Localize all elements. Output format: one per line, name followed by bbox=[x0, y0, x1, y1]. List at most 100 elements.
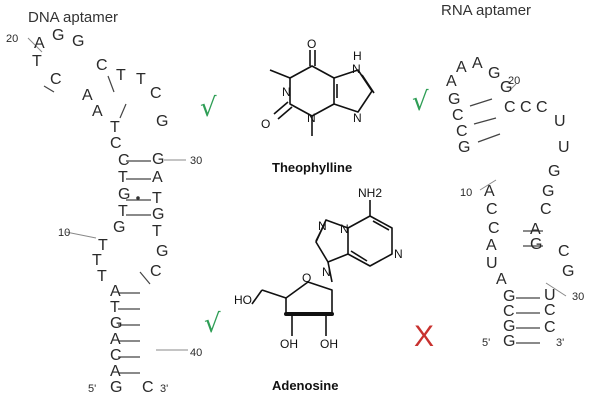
rna-base: C bbox=[452, 107, 464, 124]
rna-base-pair-lines bbox=[469, 98, 543, 344]
dna-base: G bbox=[156, 113, 168, 130]
dna-position-label: 5' bbox=[88, 383, 96, 395]
rna-tick-20 bbox=[507, 83, 517, 93]
adenosine-atom-oh-right: OH bbox=[320, 337, 338, 351]
rna-base: A bbox=[486, 237, 497, 254]
rna-theophylline-check-icon: √ bbox=[412, 87, 429, 117]
dna-base: G bbox=[110, 315, 122, 332]
dna-aptamer-title: DNA aptamer bbox=[28, 9, 118, 26]
dna-adenosine-check-icon: √ bbox=[204, 309, 221, 339]
theophylline-atom-o1: O bbox=[307, 37, 316, 51]
rna-base-pair bbox=[477, 133, 501, 143]
dna-base: C bbox=[142, 379, 154, 396]
dna-base: T bbox=[116, 67, 126, 84]
rna-base: C bbox=[504, 99, 516, 116]
rna-position-label: 20 bbox=[508, 75, 520, 87]
adenosine-six-ring bbox=[347, 215, 393, 267]
rna-base: U bbox=[544, 287, 556, 304]
dna-base: A bbox=[34, 35, 45, 52]
rna-base: G bbox=[548, 163, 560, 180]
dna-base: G bbox=[152, 206, 164, 223]
adenosine-atom-ho: HO bbox=[234, 293, 252, 307]
rna-base: A bbox=[446, 73, 457, 90]
rna-base: C bbox=[536, 99, 548, 116]
rna-base: C bbox=[503, 303, 515, 320]
rna-base: C bbox=[456, 123, 468, 140]
rna-position-label: 3' bbox=[556, 337, 564, 349]
rna-adenosine-cross-icon: X bbox=[414, 320, 434, 353]
rna-base: G bbox=[503, 318, 515, 335]
theophylline-five-ring bbox=[333, 69, 373, 113]
dna-tick-10 bbox=[65, 231, 97, 239]
theophylline-name: Theophylline bbox=[272, 160, 352, 175]
dna-base: T bbox=[97, 268, 107, 285]
adenosine-name: Adenosine bbox=[272, 378, 338, 393]
dna-position-label: 10 bbox=[58, 227, 70, 239]
theophylline-carbonyl bbox=[273, 101, 289, 115]
dna-tick-20 bbox=[27, 37, 43, 53]
adenosine-ch2oh-bond bbox=[251, 289, 263, 305]
rna-base: C bbox=[544, 319, 556, 336]
dna-theophylline-check-icon: √ bbox=[200, 93, 217, 123]
dna-base: T bbox=[152, 190, 162, 207]
rna-base: G bbox=[530, 236, 542, 253]
theophylline-atom-n7: N bbox=[352, 62, 361, 76]
rna-aptamer-title: RNA aptamer bbox=[441, 2, 531, 19]
dna-base: C bbox=[96, 57, 108, 74]
rna-position-label: 10 bbox=[460, 187, 472, 199]
rna-base: A bbox=[484, 183, 495, 200]
rna-base: G bbox=[448, 91, 460, 108]
adenosine-five-ring bbox=[315, 219, 349, 263]
rna-position-label: 5' bbox=[482, 337, 490, 349]
rna-base: C bbox=[488, 220, 500, 237]
theophylline-atom-n9: N bbox=[353, 111, 362, 125]
dna-base: G bbox=[118, 186, 130, 203]
theophylline-atom-h: H bbox=[353, 49, 362, 63]
adenosine-atom-n9: N bbox=[322, 265, 331, 279]
rna-base: G bbox=[503, 288, 515, 305]
adenosine-double-bond bbox=[372, 220, 390, 231]
dna-connector bbox=[107, 75, 115, 93]
adenosine-atom-n7: N bbox=[318, 219, 327, 233]
adenosine-glycosidic-bond bbox=[327, 261, 333, 283]
rna-tick-10 bbox=[479, 179, 497, 191]
dna-base: G bbox=[52, 27, 64, 44]
rna-base: A bbox=[456, 59, 467, 76]
theophylline-double-bond bbox=[361, 74, 375, 94]
dna-position-label: 30 bbox=[190, 155, 202, 167]
rna-base: C bbox=[544, 302, 556, 319]
dna-base: A bbox=[152, 169, 163, 186]
theophylline-atom-o2: O bbox=[261, 117, 270, 131]
dna-base: A bbox=[110, 331, 121, 348]
rna-base-pair bbox=[469, 98, 493, 107]
dna-backbone-lines bbox=[43, 75, 151, 285]
rna-base: G bbox=[488, 65, 500, 82]
dna-position-label: 20 bbox=[6, 33, 18, 45]
rna-base: U bbox=[554, 113, 566, 130]
dna-connector bbox=[139, 271, 151, 285]
adenosine-structure: NH2 N N N N O HO OH OH Adenosine bbox=[234, 186, 403, 393]
dna-position-label: 3' bbox=[160, 383, 168, 395]
rna-base: U bbox=[486, 255, 498, 272]
rna-tick-30 bbox=[545, 282, 567, 297]
dna-base: G bbox=[152, 151, 164, 168]
adenosine-atom-oh-left: OH bbox=[280, 337, 298, 351]
dna-base: A bbox=[110, 363, 121, 380]
dna-base: C bbox=[118, 152, 130, 169]
dna-base: C bbox=[50, 71, 62, 88]
rna-base: U bbox=[558, 139, 570, 156]
rna-base: C bbox=[486, 201, 498, 218]
theophylline-six-ring bbox=[289, 65, 335, 117]
adenosine-double-bond bbox=[315, 224, 325, 242]
dna-connector bbox=[43, 85, 55, 93]
dna-base: T bbox=[32, 53, 42, 70]
adenosine-ribose-ring bbox=[285, 281, 333, 314]
rna-base: G bbox=[562, 263, 574, 280]
theophylline-methyl bbox=[269, 69, 291, 79]
